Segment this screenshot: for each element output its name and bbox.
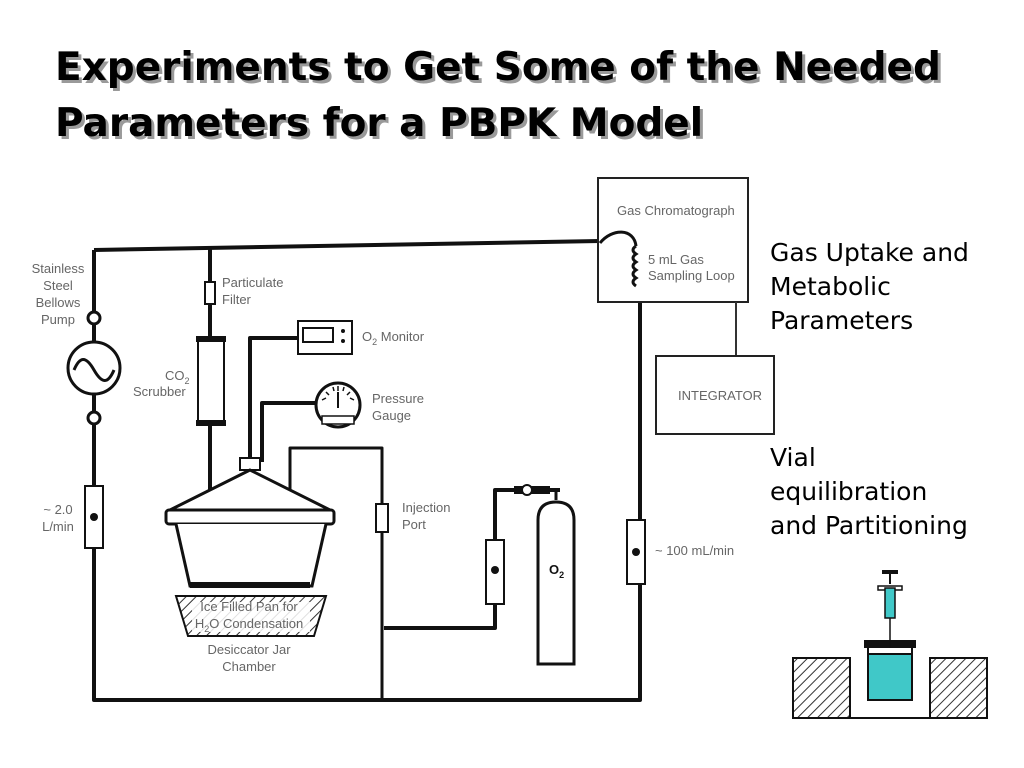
desiccator-jar: Ice Filled Pan for H2O Condensation Desi…: [164, 457, 336, 674]
slide-title-line-2: Parameters for a PBPK Model: [55, 101, 704, 146]
particulate-filter: Particulate Filter: [204, 275, 283, 307]
sampling-loop-coil: [598, 230, 639, 288]
co2-scrubber-label-1: CO2: [165, 368, 190, 386]
pump-label-1: Stainless: [32, 261, 85, 276]
vial-caption-line-3: and Partitioning: [770, 511, 968, 540]
pressure-gauge: Pressure Gauge: [314, 381, 424, 429]
pressure-gauge-label-1: Pressure: [372, 391, 424, 406]
integrator: INTEGRATOR: [655, 355, 775, 435]
vial-equilibration-illustration: [792, 570, 988, 719]
o2-monitor: O2 Monitor: [297, 320, 425, 355]
o2-tank-label: O2: [549, 562, 564, 580]
injection-port: Injection Port: [375, 500, 450, 533]
ice-pan-label-1: Ice Filled Pan for: [200, 599, 298, 614]
tube-top: [93, 239, 601, 252]
flow-left-label-2: L/min: [42, 519, 74, 534]
slide-title-line-1: Experiments to Get Some of the Needed: [55, 45, 941, 90]
o2-flowmeter: [485, 539, 505, 605]
desiccator-label-2: Chamber: [222, 659, 276, 674]
flow-left-label-1: ~ 2.0: [43, 502, 72, 517]
o2-monitor-label: O2 Monitor: [362, 329, 425, 347]
tube-top-main: [92, 250, 642, 702]
pump-label-2: Steel: [43, 278, 73, 293]
gas-chromatograph-label: Gas Chromatograph: [617, 203, 735, 218]
co2-scrubber: CO2 Scrubber: [133, 336, 226, 426]
sampling-loop-label-2: Sampling Loop: [648, 268, 735, 283]
pump-label-3: Bellows: [36, 295, 81, 310]
ice-pan-label-2: H2O Condensation: [195, 616, 303, 634]
slide-title: Experiments to Get Some of the Needed Pa…: [55, 40, 995, 152]
gas-chromatograph: Gas Chromatograph 5 mL Gas Sampling Loop: [597, 177, 749, 303]
integrator-label: INTEGRATOR: [678, 388, 762, 403]
flow-right-label: ~ 100 mL/min: [655, 543, 734, 558]
tube-o2-monitor: [248, 336, 298, 462]
bellows-pump: Stainless Steel Bellows Pump: [32, 261, 122, 426]
flowmeter-left: ~ 2.0 L/min: [42, 485, 104, 549]
vial-caption-line-1: Vial: [770, 443, 816, 472]
injection-port-label-2: Port: [402, 517, 426, 532]
sampling-loop-label-1: 5 mL Gas: [648, 252, 704, 267]
pressure-gauge-label-2: Gauge: [372, 408, 411, 423]
o2-tank: O2: [514, 484, 576, 666]
gas-uptake-caption-line-2: Metabolic: [770, 272, 891, 301]
desiccator-label-1: Desiccator Jar: [207, 642, 291, 657]
injection-port-label-1: Injection: [402, 500, 450, 515]
gas-uptake-caption: Gas Uptake and Metabolic Parameters: [770, 236, 969, 338]
particulate-filter-label-1: Particulate: [222, 275, 283, 290]
gas-uptake-caption-line-1: Gas Uptake and: [770, 238, 969, 267]
tube-bottom-gap: [288, 446, 384, 504]
vial-caption-line-2: equilibration: [770, 477, 928, 506]
tube-gauge: [260, 401, 318, 462]
particulate-filter-label-2: Filter: [222, 292, 252, 307]
vial-liquid: [867, 653, 913, 701]
flowmeter-right: ~ 100 mL/min: [626, 519, 734, 585]
pump-label-4: Pump: [41, 312, 75, 327]
heating-block: [792, 657, 988, 719]
tube-o2-line: [384, 604, 497, 630]
co2-scrubber-label-2: Scrubber: [133, 384, 186, 399]
syringe-icon: [877, 570, 903, 648]
gas-uptake-caption-line-3: Parameters: [770, 306, 914, 335]
vial-caption: Vial equilibration and Partitioning: [770, 441, 968, 543]
